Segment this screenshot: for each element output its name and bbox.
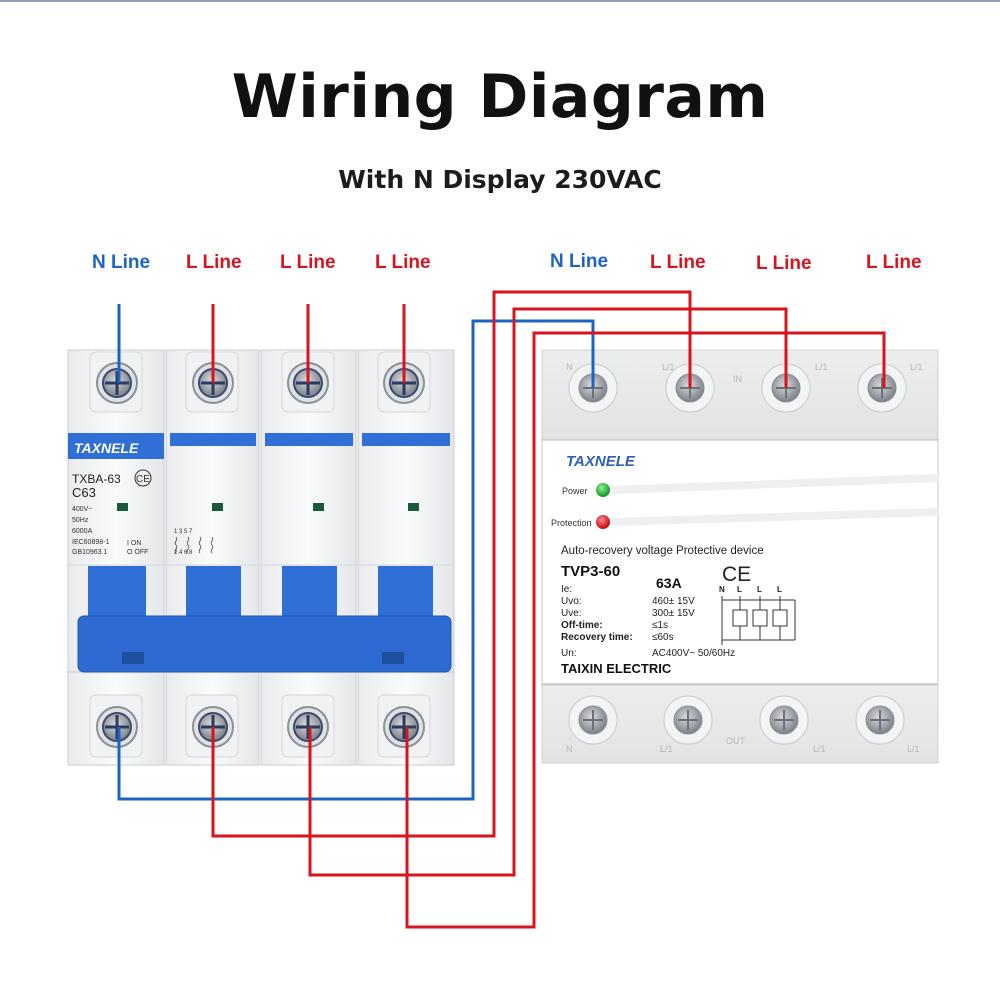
spec-key-recovery-time: Recovery time: <box>561 632 633 643</box>
toggle-tie-bar[interactable] <box>77 615 452 673</box>
protection-label: Protection <box>551 518 592 528</box>
spec-value-uvo: 460± 15V <box>652 596 695 607</box>
breaker-voltage: 400V~ <box>72 506 92 513</box>
bottom-mark-l: L/1 <box>907 744 920 754</box>
maker-name: TAIXIN ELECTRIC <box>561 661 672 676</box>
protector-l3-line-label: L Line <box>866 252 922 273</box>
bottom-mark-n: N <box>566 744 573 754</box>
protector-ce-mark: CE <box>722 563 751 586</box>
breaker-capacity: 6000A <box>72 528 93 535</box>
breaker-top-screw <box>96 362 138 404</box>
spec-value-ie: 63A <box>656 575 682 591</box>
breaker-brand: TAXNELE <box>74 440 139 456</box>
wires <box>117 290 886 929</box>
circuit-breaker: TAXNELE TXBA-63 CE C63 400V~ 50Hz 6000A … <box>67 349 455 766</box>
page-title: Wiring Diagram <box>231 62 769 132</box>
protector-bottom-screw <box>663 695 713 745</box>
breaker-bottom-screw <box>287 706 329 748</box>
protector-l2-line-label: L Line <box>756 253 812 274</box>
schematic-label-n: N <box>719 585 725 594</box>
internal-schematic: N L L L <box>719 585 796 645</box>
breaker-on-label: I ON <box>127 540 141 547</box>
top-mark-l: L/1 <box>910 362 923 372</box>
protector-bottom-screw <box>855 695 905 745</box>
breaker-rating: C63 <box>72 485 96 500</box>
brand-stripe <box>68 433 164 459</box>
schematic-label-l2: L <box>757 585 762 594</box>
protector-top-screw <box>857 363 907 413</box>
spec-table: Ie: 63A Uvo: 460± 15V Uve: 300± 15V Off-… <box>561 575 735 659</box>
status-window <box>212 503 223 511</box>
spec-key-uve: Uve: <box>561 608 582 619</box>
spec-value-off-time: ≤1s <box>652 620 668 631</box>
breaker-l1-line-label: L Line <box>186 252 242 273</box>
protection-led <box>596 515 610 529</box>
spec-key-off-time: Off-time: <box>561 620 603 631</box>
bottom-mark-out: OUT <box>726 736 746 746</box>
top-mark-l: L/1 <box>662 362 675 372</box>
top-mark-in: IN <box>733 374 742 384</box>
status-window <box>313 503 324 511</box>
tie-bar-slot <box>382 652 404 664</box>
breaker-terminals-top: 1 3 5 7 <box>174 529 193 535</box>
bottom-mark-l: L/1 <box>660 744 673 754</box>
top-border <box>0 0 1000 2</box>
spec-key-uvo: Uvo: <box>561 596 582 607</box>
breaker-l3-line-label: L Line <box>375 252 431 273</box>
protector-l1-line-label: L Line <box>650 252 706 273</box>
device-description: Auto-recovery voltage Protective device <box>561 545 764 557</box>
breaker-ce-mark: CE <box>136 474 150 485</box>
page-subtitle: With N Display 230VAC <box>338 165 662 194</box>
breaker-terminals-bottom: 2 4 6 8 <box>174 550 193 556</box>
wire-l3-link <box>405 331 886 929</box>
top-mark-n: N <box>566 362 573 372</box>
breaker-l2-line-label: L Line <box>280 252 336 273</box>
breaker-standard-2: GB10963.1 <box>72 549 108 556</box>
protector-n-line-label: N Line <box>550 251 609 272</box>
protector-bottom-screw <box>568 695 618 745</box>
status-window <box>408 503 419 511</box>
bottom-mark-l: L/1 <box>813 744 826 754</box>
spec-key-un: Un: <box>561 648 577 659</box>
breaker-standard-1: IEC60898-1 <box>72 539 109 546</box>
pole-stripe <box>362 433 450 446</box>
wire-l2-link <box>308 307 788 877</box>
breaker-n-line-label: N Line <box>92 252 151 273</box>
spec-value-recovery-time: ≤60s <box>652 632 674 643</box>
spec-key-ie: Ie: <box>561 584 572 595</box>
tie-bar-slot <box>122 652 144 664</box>
schematic-label-l1: L <box>737 585 742 594</box>
protector-brand: TAXNELE <box>566 453 636 470</box>
power-label: Power <box>562 486 588 496</box>
breaker-bottom-screw <box>383 706 425 748</box>
voltage-protector: N L/1 IN L/1 L/1 TAXNELE Power Protectio… <box>541 349 939 764</box>
breaker-frequency: 50Hz <box>72 517 89 524</box>
pole-stripe <box>265 433 353 446</box>
protector-bottom-screw <box>759 695 809 745</box>
pole-stripe <box>170 433 256 446</box>
breaker-bottom-screw <box>96 706 138 748</box>
schematic-label-l3: L <box>777 585 782 594</box>
status-window <box>117 503 128 511</box>
spec-value-un: AC400V~ 50/60Hz <box>652 648 735 659</box>
protector-model: TVP3-60 <box>561 563 620 580</box>
power-led <box>596 483 610 497</box>
spec-value-uve: 300± 15V <box>652 608 695 619</box>
breaker-off-label: O OFF <box>127 549 148 556</box>
breaker-model: TXBA-63 <box>72 472 121 486</box>
top-mark-l: L/1 <box>815 362 828 372</box>
